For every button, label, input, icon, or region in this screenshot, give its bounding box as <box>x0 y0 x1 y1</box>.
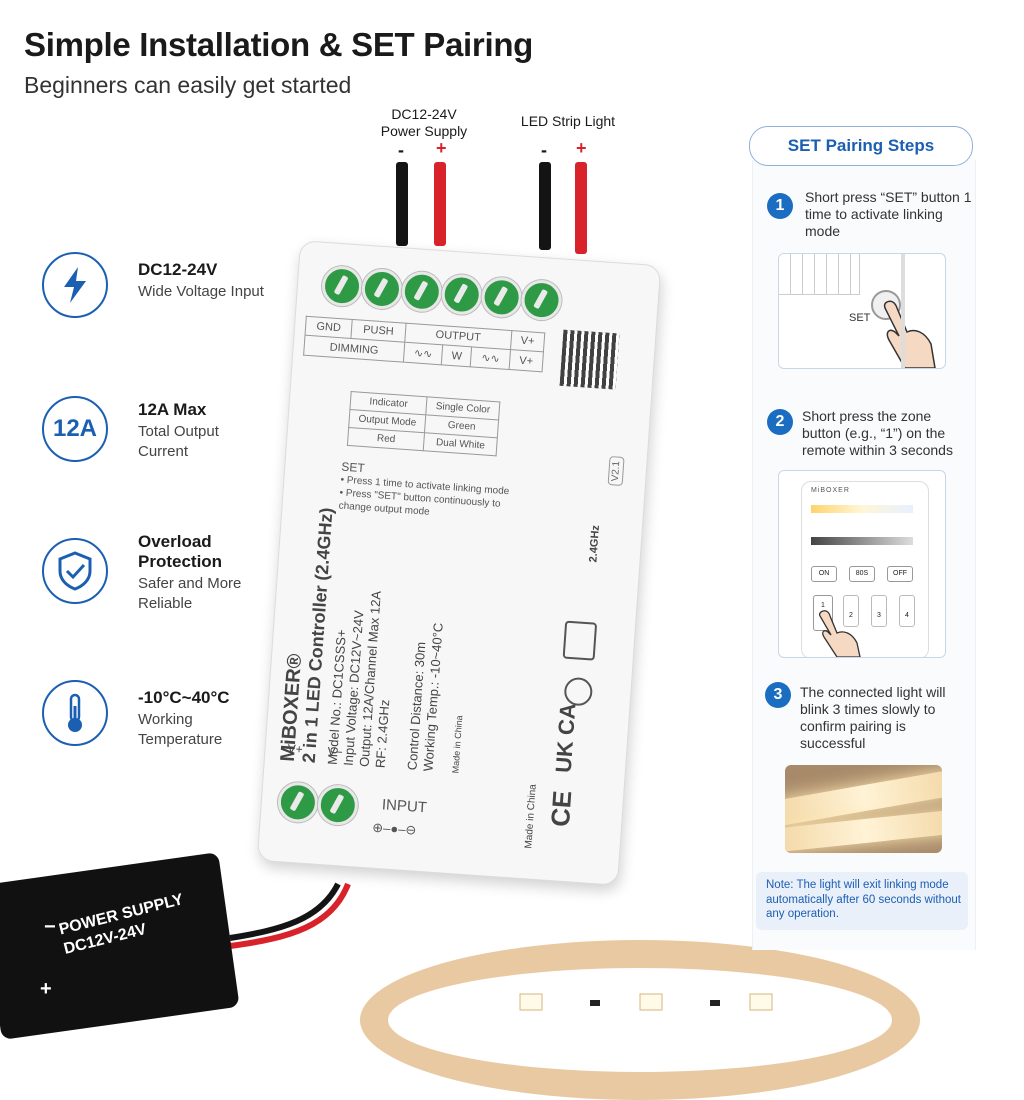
made-in-small: Made in China <box>450 715 465 774</box>
ukca-mark: UK CA <box>550 702 581 774</box>
feature-voltage: DC12-24V Wide Voltage Input <box>138 260 268 302</box>
terminal-screw <box>480 275 523 319</box>
plus-sign: + <box>436 138 447 158</box>
feature-temperature: -10°C~40°C Working Temperature <box>138 688 268 750</box>
remote-mid-button[interactable]: 80S <box>849 566 875 582</box>
panel-title-box: SET Pairing Steps <box>749 126 973 166</box>
red-wire <box>575 162 587 254</box>
led-chips <box>519 993 773 1011</box>
feature-title: Overload Protection <box>138 532 223 571</box>
pwm-symbol: ∿∿ <box>403 342 444 365</box>
power-cable <box>229 882 351 949</box>
step3-image <box>785 765 942 853</box>
feature-title: DC12-24V <box>138 260 218 279</box>
panel-title: SET Pairing Steps <box>787 136 935 155</box>
ps-minus: − <box>44 916 56 938</box>
feature-desc: Working Temperature <box>138 711 223 748</box>
terminal-screw <box>520 278 563 322</box>
feature-protection: Overload Protection Safer and More Relia… <box>138 532 268 614</box>
step-number: 1 <box>767 193 793 219</box>
color-temp-bar <box>811 505 913 513</box>
polarity-icon: ⊕–●–⊖ <box>371 819 417 838</box>
note-box <box>756 872 968 930</box>
input-label: INPUT <box>381 796 428 817</box>
terminal-screw <box>400 270 444 314</box>
terminal-screw <box>440 273 484 316</box>
terminal-screw <box>320 264 364 308</box>
ce-mark: CE <box>544 789 578 828</box>
minus-sign: - <box>541 140 547 160</box>
zone-button-4[interactable]: 4 <box>899 595 915 627</box>
vminus-label: V− <box>327 744 344 760</box>
shield-check-icon <box>42 538 108 604</box>
device-label-strip <box>779 254 860 295</box>
remote-brand: MiBOXER <box>811 487 850 494</box>
step-number: 3 <box>765 682 791 708</box>
finger-press-icon <box>883 300 936 368</box>
remote-on-button[interactable]: ON <box>811 566 837 582</box>
step-text: The connected light will blink 3 times s… <box>800 684 946 751</box>
set-button-label: SET <box>849 312 871 324</box>
zone-button-1[interactable]: 1 <box>813 595 833 631</box>
label-vplus: V+ <box>509 349 544 372</box>
rf-mark: 2.4GHz <box>587 524 602 563</box>
device-edge <box>901 254 905 368</box>
input-terminal-screw <box>316 783 360 827</box>
12a-badge-icon: 12A <box>42 396 108 462</box>
feature-current: 12A Max Total Output Current <box>138 400 268 462</box>
plus-sign: + <box>576 138 587 158</box>
zone-button-3[interactable]: 3 <box>871 595 887 627</box>
strip-wire-label: LED Strip Light <box>520 113 616 129</box>
label-w: W <box>441 344 472 367</box>
step-text: Short press the zone button (e.g., “1”) … <box>802 408 953 458</box>
set-instructions: SET • Press 1 time to activate linking m… <box>338 460 521 525</box>
qr-code <box>559 329 620 390</box>
note-text: Note: The light will exit linking mode a… <box>766 879 961 920</box>
badge-text: 12A <box>52 415 98 442</box>
red-wire <box>434 162 446 246</box>
indicator-cell: Dual White <box>423 432 498 456</box>
black-wire <box>396 162 408 246</box>
page-title: Simple Installation & SET Pairing <box>24 26 534 63</box>
feature-desc: Total Output Current <box>138 423 219 460</box>
made-in-label: Made in China <box>523 783 539 849</box>
lightning-icon <box>42 252 108 318</box>
terminal-screw <box>360 267 404 311</box>
brightness-bar <box>811 537 913 545</box>
vplus-label: V+ <box>287 741 304 757</box>
minus-sign: - <box>398 140 404 160</box>
version-badge: V2.1 <box>607 456 625 487</box>
black-wire <box>539 162 551 250</box>
remote-off-button[interactable]: OFF <box>887 566 913 582</box>
feature-desc: Safer and More Reliable <box>138 575 242 612</box>
terminal-label-table: GND PUSH OUTPUT V+ DIMMING ∿∿ W ∿∿ V+ <box>303 316 545 373</box>
weee-bin-icon <box>562 620 598 661</box>
step2-image: MiBOXER ON 80S OFF 1 2 3 4 <box>778 470 946 658</box>
finger-press-icon <box>818 610 861 657</box>
step1-image: SET <box>778 253 946 369</box>
feature-desc: Wide Voltage Input <box>138 283 264 300</box>
power-wire-label: DC12-24V Power Supply <box>380 106 468 139</box>
led-controller: GND PUSH OUTPUT V+ DIMMING ∿∿ W ∿∿ V+ In… <box>256 240 662 886</box>
feature-title: -10°C~40°C <box>138 688 230 707</box>
thermometer-icon <box>42 680 108 746</box>
label-vplus: V+ <box>510 330 545 352</box>
page-subtitle: Beginners can easily get started <box>24 72 352 98</box>
feature-title: 12A Max <box>138 400 207 419</box>
step-number: 2 <box>767 409 793 435</box>
step-text: Short press “SET” button 1 time to activ… <box>805 189 972 239</box>
input-terminal-screw <box>276 780 320 824</box>
zone-button-2[interactable]: 2 <box>843 595 859 627</box>
ps-plus: + <box>40 978 52 1000</box>
pwm-symbol: ∿∿ <box>470 346 511 370</box>
